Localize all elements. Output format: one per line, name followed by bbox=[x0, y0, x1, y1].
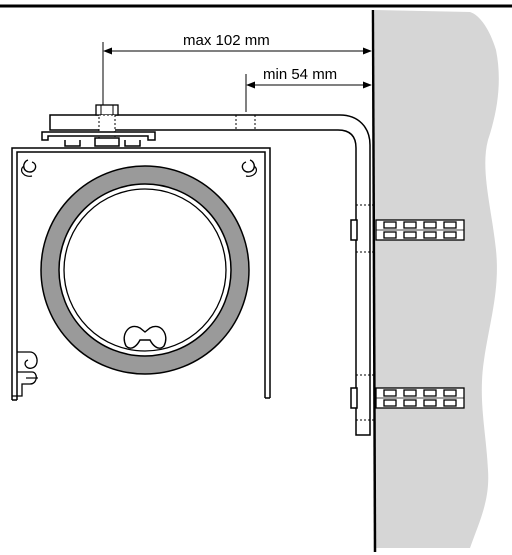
max-dim-label: max 102 mm bbox=[183, 32, 270, 49]
angle-bracket bbox=[49, 114, 376, 436]
housing-clip-rail bbox=[41, 131, 156, 147]
lower-wall-anchor bbox=[375, 387, 465, 409]
min-dim-label: min 54 mm bbox=[263, 66, 337, 83]
wall-face-line bbox=[371, 9, 377, 553]
tube-inner-wall bbox=[63, 188, 227, 352]
tube-keyway bbox=[123, 325, 167, 349]
roller-tube bbox=[40, 165, 250, 375]
tube-inner-ring bbox=[58, 183, 232, 357]
wall-surface bbox=[375, 10, 499, 548]
upper-wall-anchor bbox=[375, 219, 465, 241]
roller-housing-profile bbox=[11, 147, 271, 401]
